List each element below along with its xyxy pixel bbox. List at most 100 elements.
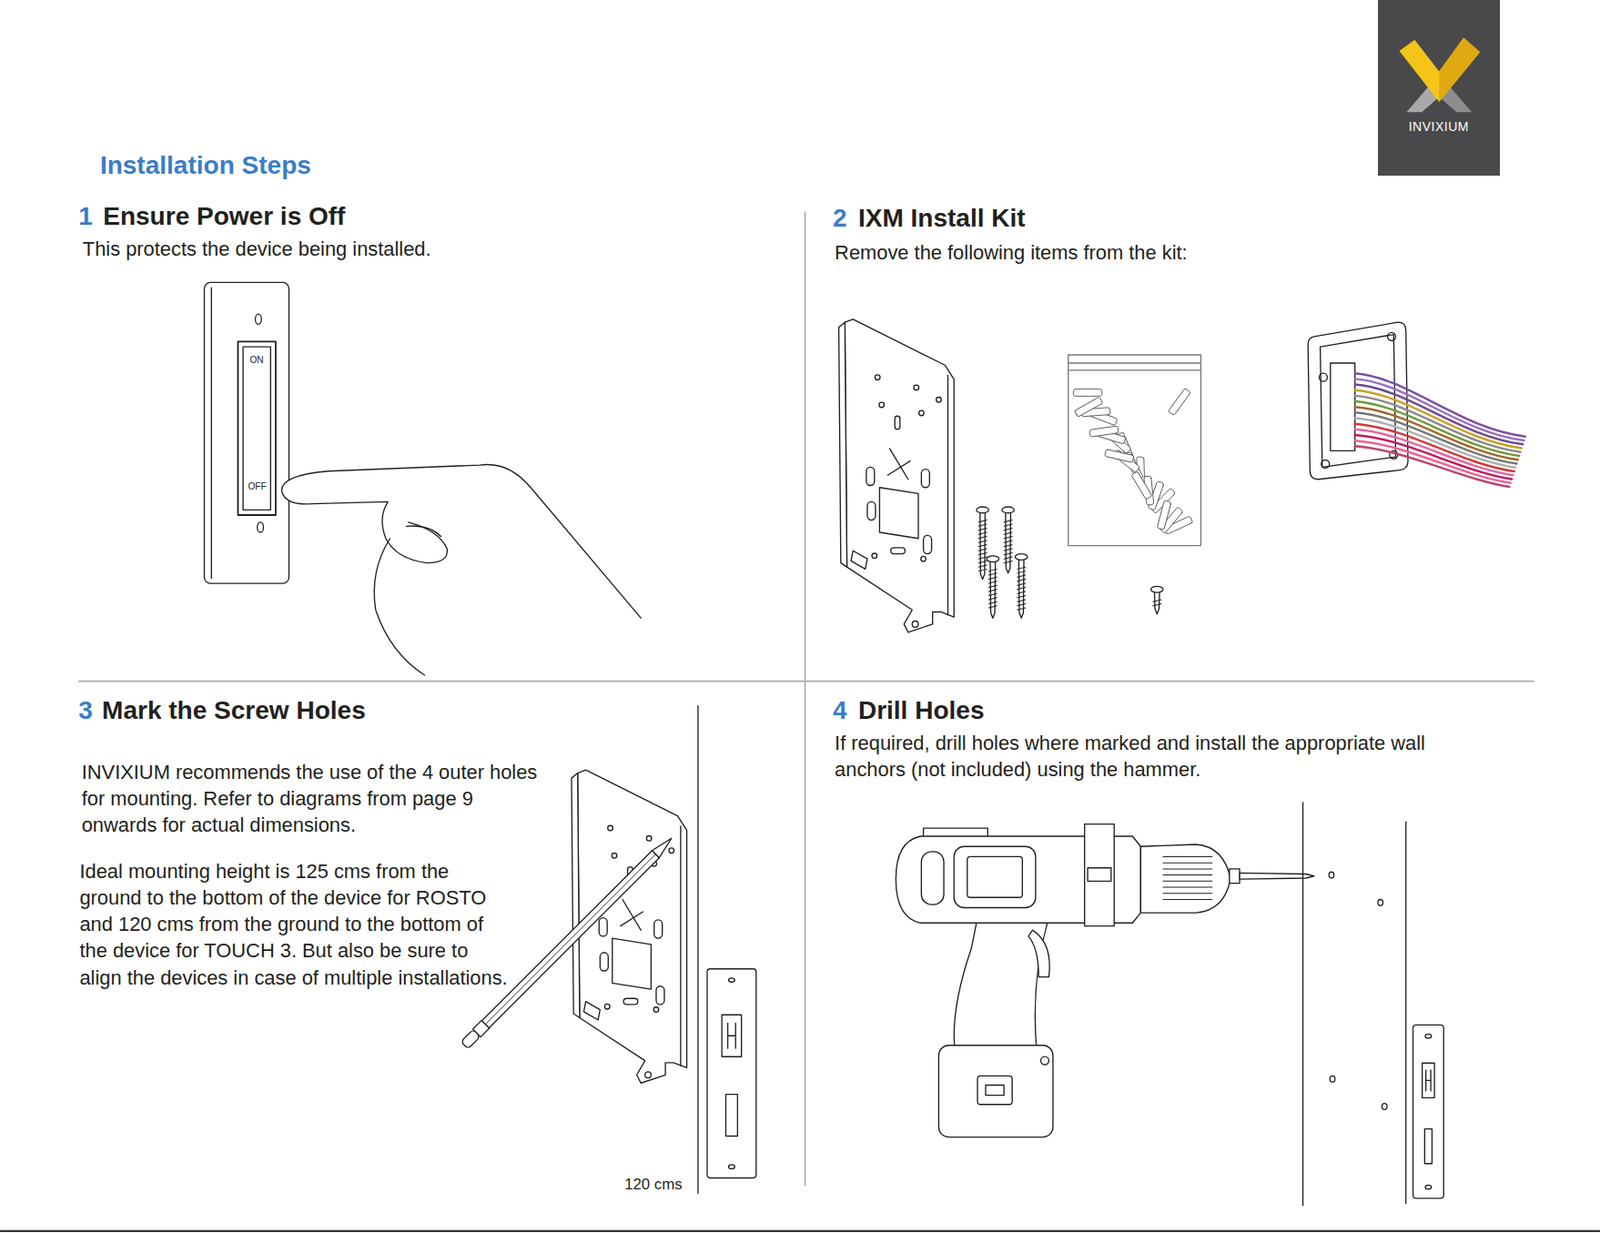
strike-plate-body	[707, 969, 757, 1179]
connector-screw	[1321, 459, 1330, 468]
plate-clip	[583, 1002, 600, 1021]
door-frame	[697, 706, 699, 1195]
wire	[1355, 435, 1512, 480]
wire	[1355, 384, 1523, 446]
screw-thread	[1003, 520, 1013, 564]
mount-plate-edge	[947, 374, 949, 615]
drill-trigger	[1028, 930, 1050, 978]
plate-slot	[656, 986, 665, 1005]
screw-thread	[1017, 567, 1026, 610]
screw-shaft	[1154, 592, 1160, 615]
battery-latch-inner	[985, 1084, 1004, 1095]
plate-slot	[598, 918, 608, 937]
drilled-hole	[1377, 900, 1384, 907]
step-heading: Drill Holes	[858, 695, 985, 727]
connector-screw	[1318, 373, 1327, 382]
wire	[1355, 445, 1510, 487]
switch-screw	[255, 313, 263, 325]
mount-plate	[577, 769, 688, 1084]
strike-hole	[729, 1164, 736, 1169]
plate-slot	[623, 998, 638, 1005]
mount-plate-group	[839, 319, 955, 633]
plate-hole	[871, 553, 878, 559]
strike-box-mark	[728, 1022, 737, 1049]
plate-hole	[646, 835, 652, 841]
wire	[1355, 429, 1514, 476]
art-group	[0, 212, 1600, 1232]
screw-thread	[1153, 599, 1162, 607]
screw-drawing	[976, 506, 989, 580]
mount-plate	[844, 319, 954, 633]
drill-band	[1084, 824, 1115, 927]
strike-box-mark	[1426, 1070, 1431, 1092]
plate-hole	[874, 374, 881, 381]
step-heading: IXM Install Kit	[858, 202, 1026, 234]
step-text: Remove the following items from the kit:	[834, 241, 1188, 265]
plate-hole	[911, 621, 919, 628]
page-title: Installation Steps	[100, 150, 312, 182]
plate-hole	[936, 397, 942, 404]
step-heading: Ensure Power is Off	[102, 201, 345, 233]
wire	[1355, 378, 1525, 441]
plate-hole	[653, 1007, 659, 1013]
battery-latch	[977, 1075, 1013, 1104]
divider-line	[79, 680, 1534, 683]
plate-hole	[604, 1003, 610, 1010]
footer-rule	[0, 1230, 1600, 1233]
step-note: If required, drill holes where marked an…	[834, 729, 1489, 783]
plate-slot	[599, 952, 608, 972]
drilled-hole	[1328, 871, 1335, 879]
hand-drawing	[405, 526, 441, 537]
plate-slot	[867, 501, 876, 520]
wall-anchor	[1104, 449, 1135, 464]
step-text: This protects the device being installed…	[82, 237, 432, 262]
plate-window	[879, 487, 919, 539]
screw-head	[1002, 506, 1014, 514]
logo-yellow-mark	[1398, 37, 1480, 102]
strike-hole	[729, 978, 736, 983]
battery-button	[1040, 1056, 1049, 1065]
switch-screw	[257, 522, 264, 533]
strike-plate	[1413, 1024, 1445, 1199]
drill-chuck	[1140, 844, 1231, 913]
strike-hole	[1425, 1033, 1432, 1038]
plate-cross	[620, 900, 644, 932]
plate-clip	[850, 550, 868, 569]
hand-drawing	[282, 464, 642, 618]
screw-drawing	[1014, 554, 1027, 619]
plate-slot	[891, 547, 906, 555]
wall-anchor	[1073, 389, 1102, 397]
screw-drawing	[1002, 506, 1014, 574]
wire	[1355, 424, 1515, 472]
plate-hole	[879, 402, 885, 408]
drill-collar	[1229, 869, 1240, 884]
drill-vent	[921, 851, 944, 905]
wall-anchor	[1089, 425, 1119, 437]
drill-battery	[938, 1045, 1054, 1138]
pencil-drawing	[460, 834, 676, 1050]
step-note: INVIXIUM recommends the use of the 4 out…	[81, 759, 547, 839]
plate-hole	[607, 825, 614, 831]
wall-anchor	[1168, 388, 1192, 416]
logo-word: INVIXIUM	[1377, 119, 1501, 134]
plate-slot	[894, 415, 901, 430]
drill-band-mark	[1087, 868, 1112, 882]
logo-box: INVIXIUM	[1377, 0, 1501, 176]
strike-box	[1422, 1063, 1435, 1098]
drill-chuck-ribs	[1163, 856, 1213, 900]
pencil-line	[485, 854, 656, 1025]
switch-plate	[203, 282, 289, 584]
switch-label: OFF	[247, 481, 266, 493]
pencil-body	[481, 850, 659, 1029]
plate-hole	[611, 853, 618, 860]
screw-head	[1151, 586, 1164, 593]
wall-anchor	[1074, 396, 1104, 417]
wall-edge	[1405, 821, 1407, 1204]
strike-hole	[1425, 1184, 1432, 1189]
terminal-block	[1330, 363, 1356, 451]
logo-icon	[1377, 0, 1501, 176]
screw-drawing	[986, 556, 999, 618]
mount-plate-edge	[679, 826, 681, 1066]
